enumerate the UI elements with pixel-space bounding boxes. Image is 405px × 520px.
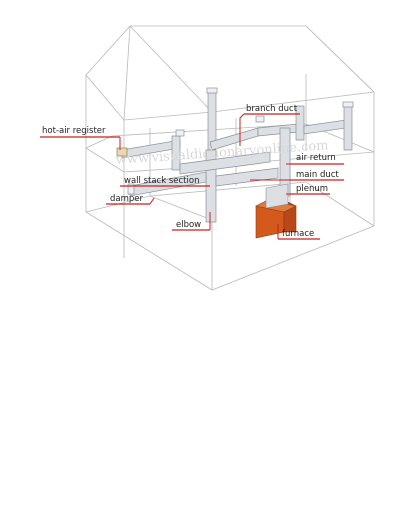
hot-air-register-marker — [116, 147, 128, 157]
label-elbow: elbow — [176, 220, 201, 230]
furnace-unit — [255, 183, 297, 239]
label-main-duct: main duct — [296, 170, 339, 180]
label-hot-air-register: hot-air register — [42, 126, 106, 136]
label-plenum: plenum — [296, 184, 328, 194]
label-branch-duct: branch duct — [246, 104, 298, 114]
label-air-return: air return — [296, 153, 336, 163]
label-damper: damper — [110, 194, 144, 204]
callouts: branch duct hot-air register air return … — [40, 104, 344, 240]
label-wall-stack-section: wall stack section — [124, 176, 199, 186]
label-furnace: furnace — [282, 229, 314, 239]
